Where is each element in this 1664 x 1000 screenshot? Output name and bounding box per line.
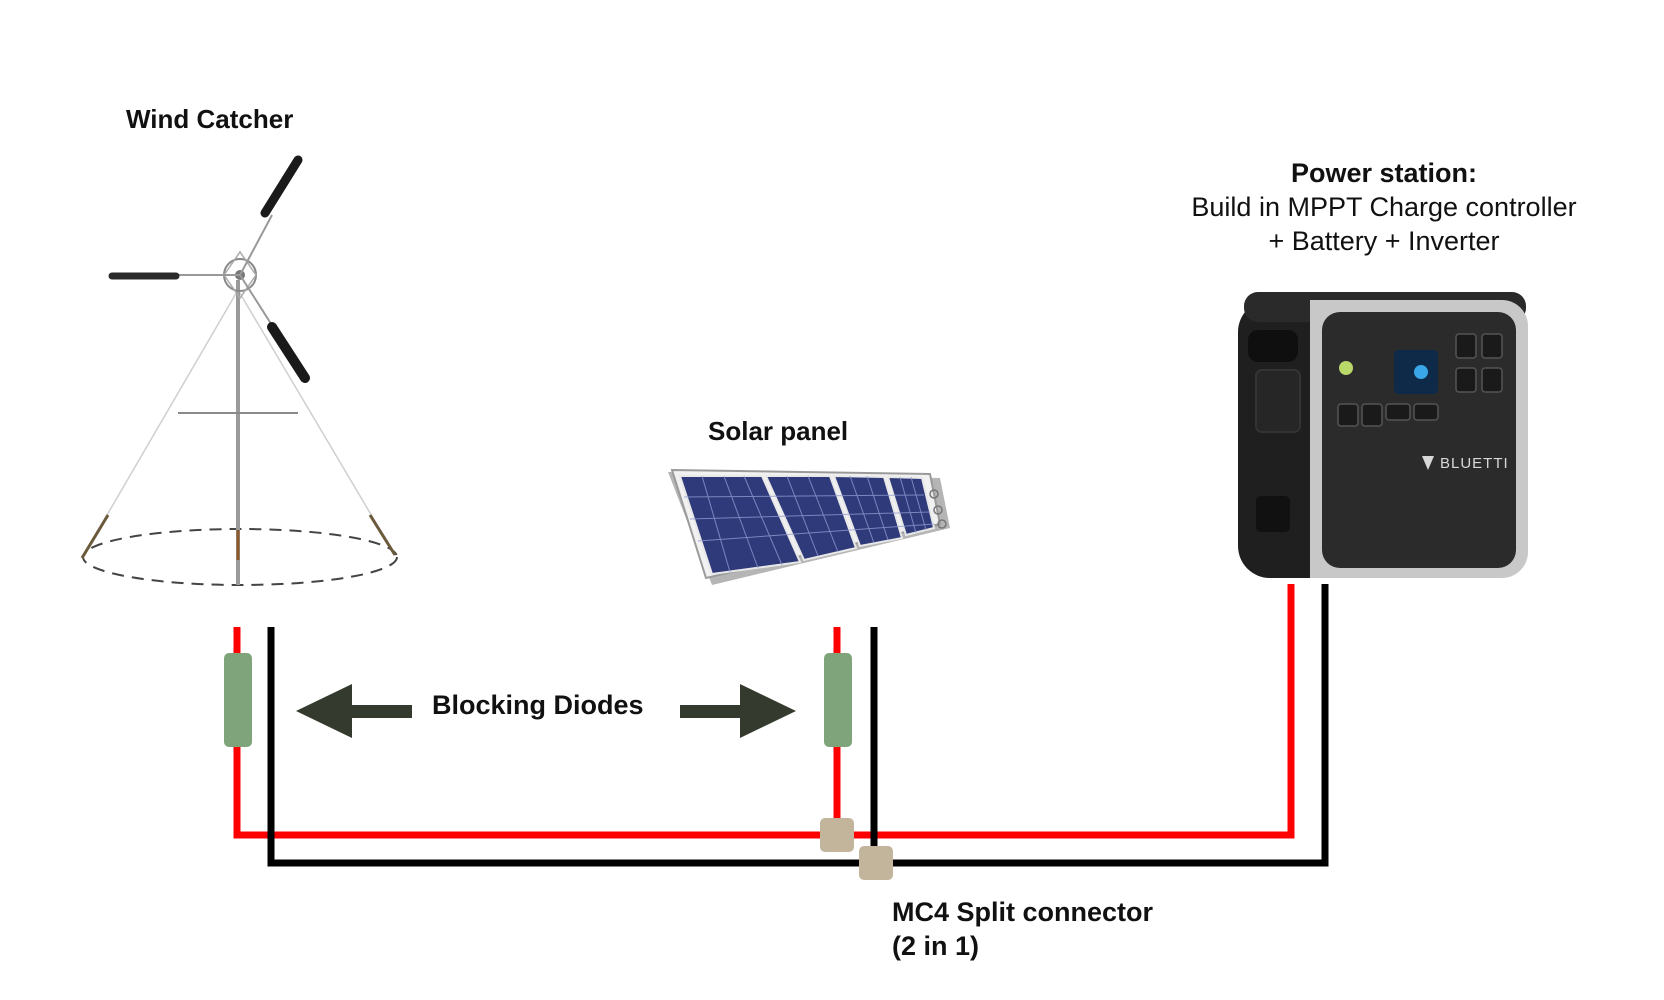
blocking-diode-solar xyxy=(824,653,852,747)
mc4-connector-negative xyxy=(859,846,893,880)
mc4-connector-sublabel: (2 in 1) xyxy=(892,931,980,961)
arrow-left xyxy=(296,684,412,738)
power-station-brand: BLUETTI xyxy=(1440,455,1509,472)
power-station-description: Power station: Build in MPPT Charge cont… xyxy=(1160,156,1608,258)
wind-catcher-label: Wind Catcher xyxy=(126,104,294,134)
solar-panel-illustration xyxy=(668,468,950,585)
solar-panel-label: Solar panel xyxy=(708,416,849,446)
blocking-diode-wind xyxy=(224,653,252,747)
blocking-diodes-label: Blocking Diodes xyxy=(432,690,644,720)
arrow-right xyxy=(680,684,796,738)
mc4-connector-label: MC4 Split connector xyxy=(892,897,1154,927)
power-station-title: Power station: xyxy=(1290,158,1478,188)
power-station-line-2: Build in MPPT Charge controller xyxy=(1191,192,1577,222)
mc4-connector-positive xyxy=(820,818,854,852)
power-station-line-3: + Battery + Inverter xyxy=(1268,226,1500,256)
power-station-illustration: BLUETTI xyxy=(1238,292,1528,578)
wind-catcher-turbine xyxy=(80,155,398,586)
negative-wires xyxy=(267,584,1329,867)
